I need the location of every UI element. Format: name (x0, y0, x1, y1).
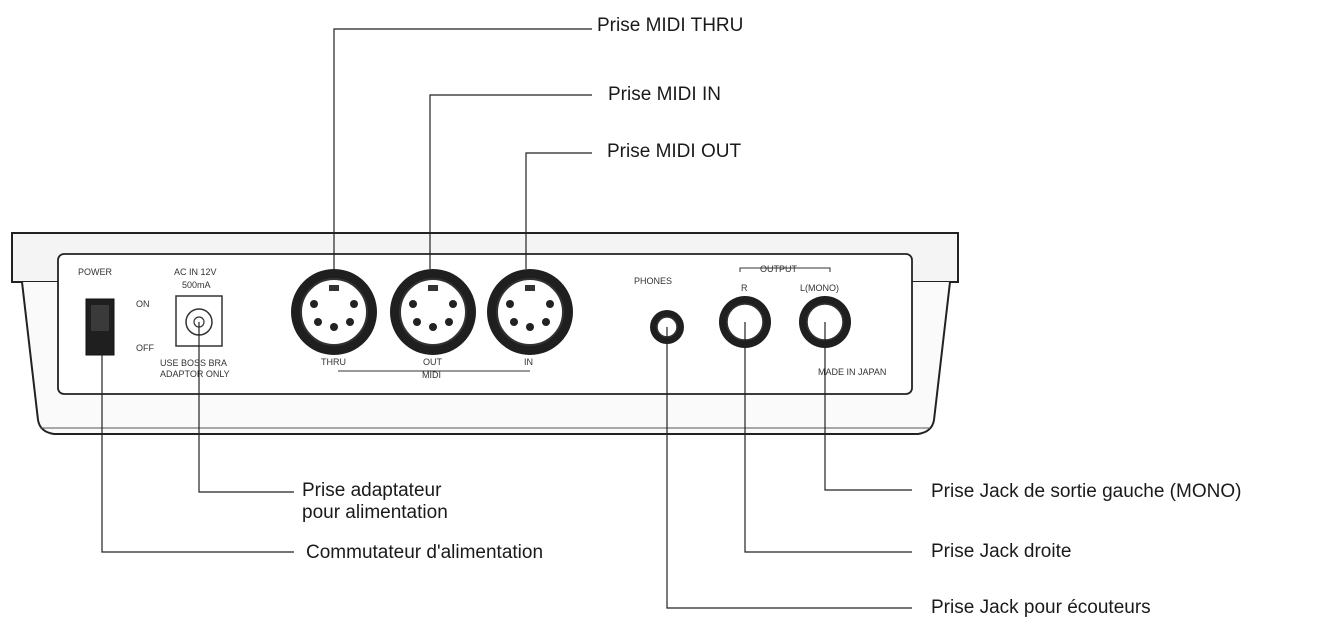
rear-panel (57, 253, 913, 395)
midi-out-label: OUT (423, 357, 443, 367)
midi-in-label: IN (524, 357, 533, 367)
midi-thru-label: THRU (321, 357, 346, 367)
power-switch[interactable] (85, 298, 115, 356)
midi-thru-jack[interactable] (291, 269, 377, 355)
leader-adapter (198, 322, 294, 493)
power-label: POWER (78, 267, 113, 277)
leader-phones (666, 327, 912, 609)
callout-power-switch: Commutateur d'alimentation (306, 542, 544, 563)
adaptor-note-line2: ADAPTOR ONLY (160, 369, 230, 379)
power-on-label: ON (136, 299, 150, 309)
output-r-label: R (741, 283, 748, 293)
callout-left-mono: Prise Jack de sortie gauche (MONO) (931, 481, 1242, 502)
callout-right-jack: Prise Jack droite (931, 541, 1072, 562)
output-label: OUTPUT (760, 264, 798, 274)
callout-adapter-line2: pour alimentation (302, 502, 448, 523)
callout-midi-thru: Prise MIDI THRU (597, 15, 744, 36)
leader-midi-out (525, 152, 592, 269)
midi-group-label: MIDI (422, 370, 441, 380)
leader-left-mono (824, 322, 912, 491)
leader-power-switch (101, 345, 294, 553)
ac-in-current-label: 500mA (182, 280, 211, 290)
callout-midi-in: Prise MIDI IN (608, 84, 721, 105)
midi-out-jack[interactable] (390, 269, 476, 355)
made-in-label: MADE IN JAPAN (818, 367, 886, 377)
output-group-bracket (739, 267, 831, 272)
ac-in-label: AC IN 12V (174, 267, 217, 277)
output-l-mono-label: L(MONO) (800, 283, 839, 293)
leader-midi-in (429, 94, 592, 269)
callout-midi-out: Prise MIDI OUT (607, 141, 742, 162)
power-off-label: OFF (136, 343, 154, 353)
callout-phones-jack: Prise Jack pour écouteurs (931, 597, 1151, 618)
phones-label: PHONES (634, 276, 672, 286)
leader-midi-thru (333, 28, 592, 269)
adaptor-note-line1: USE BOSS BRA (160, 358, 227, 368)
midi-in-jack[interactable] (487, 269, 573, 355)
callout-adapter-line1: Prise adaptateur (302, 480, 442, 501)
power-switch-rocker (91, 305, 109, 331)
leader-right-jack (744, 322, 912, 553)
